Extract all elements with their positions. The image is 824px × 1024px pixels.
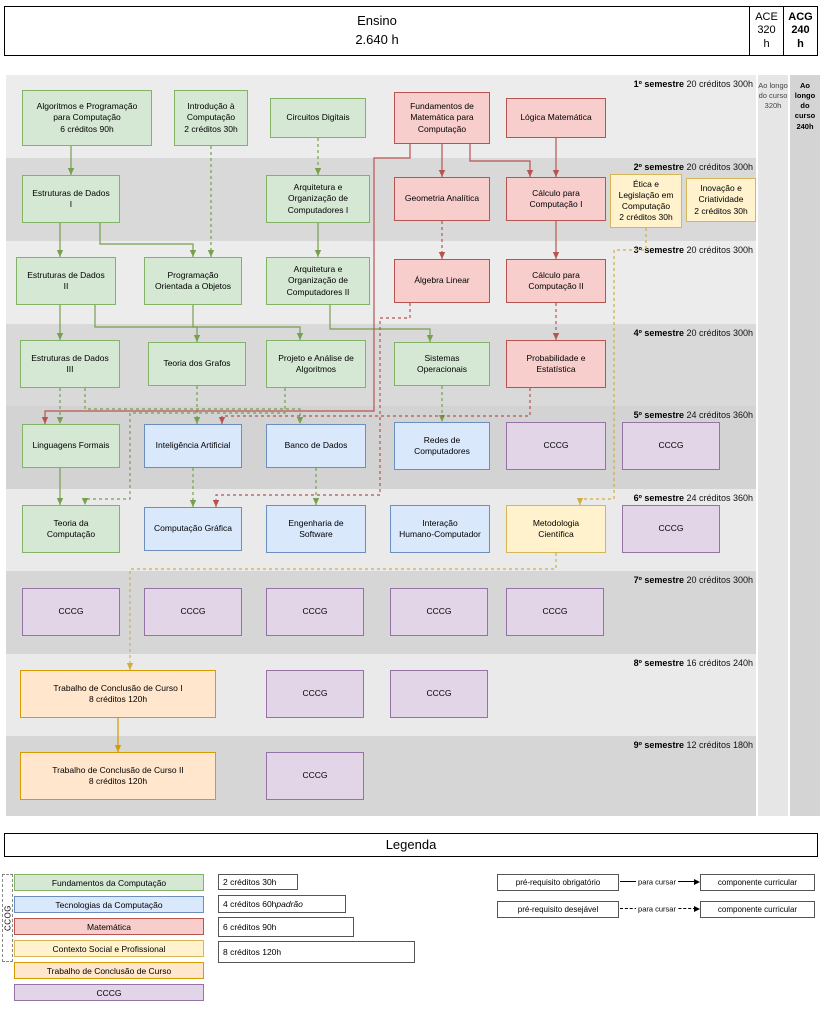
ace-hours: 320 [757, 24, 776, 37]
course-comp_grafica: Computação Gráfica [144, 507, 242, 551]
ace-unit: h [763, 37, 770, 50]
course-grafos: Teoria dos Grafos [148, 342, 246, 386]
acg-cell: ACG 240 h [783, 7, 817, 55]
legend-credit-2: 4 créditos 60h padrão [218, 895, 346, 913]
legend-category-tech: Tecnologias da Computação [14, 896, 204, 913]
course-ia: Inteligência Artificial [144, 424, 242, 468]
course-calculo1: Cálculo para Computação I [506, 177, 606, 221]
course-calculo2: Cálculo para Computação II [506, 259, 606, 303]
course-paa: Projeto e Análise de Algoritmos [266, 340, 366, 388]
course-cccg7c: CCCG [266, 588, 364, 636]
course-metodologia: Metodologia Científica [506, 505, 606, 553]
header-main: Ensino 2.640 h [5, 7, 749, 55]
course-linguagens: Linguagens Formais [22, 424, 120, 468]
header-title: Ensino [357, 13, 397, 29]
course-cccg7d: CCCG [390, 588, 488, 636]
course-algoritmos: Algoritmos e Programação para Computação… [22, 90, 152, 146]
legend-category-math: Matemática [14, 918, 204, 935]
course-redes: Redes de Computadores [394, 422, 490, 470]
course-eng_soft: Engenharia de Software [266, 505, 366, 553]
course-ed1: Estruturas de Dados I [22, 175, 120, 223]
semester-label-6: 6º semestre 24 créditos 360h [633, 493, 753, 503]
legend-arrowhead-1 [694, 878, 700, 885]
course-cccg6: CCCG [622, 505, 720, 553]
course-algebra: Álgebra Linear [394, 259, 490, 303]
ace-cell: ACE 320 h [749, 7, 783, 55]
legend-component-1: componente curricular [700, 874, 815, 891]
course-cccg8b: CCCG [390, 670, 488, 718]
course-fundamentos: Fundamentos de Matemática para Computaçã… [394, 92, 490, 144]
legend-category-social: Contexto Social e Profissional [14, 940, 204, 957]
course-ed3: Estruturas de Dados III [20, 340, 120, 388]
course-cccg5a: CCCG [506, 422, 606, 470]
acg-hours: 240 [791, 24, 810, 37]
course-probabilidade: Probabilidade e Estatística [506, 340, 606, 388]
legend-arrow-caption-1: para cursar [636, 877, 678, 887]
legend-category-fund: Fundamentos da Computação [14, 874, 204, 891]
course-cccg7e: CCCG [506, 588, 604, 636]
course-arq1: Arquitetura e Organização de Computadore… [266, 175, 370, 223]
course-cccg8a: CCCG [266, 670, 364, 718]
course-interacao: Interação Humano-Computador [390, 505, 490, 553]
course-cccg7a: CCCG [22, 588, 120, 636]
course-load-header: Ensino 2.640 h ACE 320 h ACG 240 h [4, 6, 818, 56]
header-total-hours: 2.640 h [355, 32, 399, 47]
semester-label-2: 2º semestre 20 créditos 300h [633, 162, 753, 172]
semester-label-4: 4º semestre 20 créditos 300h [633, 328, 753, 338]
course-teoria_comp: Teoria da Computação [22, 505, 120, 553]
course-poo: Programação Orientada a Objetos [144, 257, 242, 305]
legend-prereq-required: pré-requisito obrigatório [497, 874, 619, 891]
ace-label: ACE [755, 11, 778, 24]
legend-arrow-caption-2: para cursar [636, 904, 678, 914]
semester-label-7: 7º semestre 20 créditos 300h [633, 575, 753, 585]
legend-credit-4: 8 créditos 120h [218, 941, 415, 963]
acg-unit: h [797, 37, 804, 50]
course-inovacao: Inovação e Criatividade 2 créditos 30h [686, 178, 756, 222]
course-arq2: Arquitetura e Organização de Computadore… [266, 257, 370, 305]
legend-prereq-desired: pré-requisito desejável [497, 901, 619, 918]
course-ed2: Estruturas de Dados II [16, 257, 116, 305]
legend-arrowhead-2 [694, 905, 700, 912]
course-cccg7b: CCCG [144, 588, 242, 636]
semester-label-8: 8º semestre 16 créditos 240h [633, 658, 753, 668]
legend-credit-3: 6 créditos 90h [218, 917, 354, 937]
course-cccg9: CCCG [266, 752, 364, 800]
acg-label: ACG [788, 11, 813, 24]
course-banco: Banco de Dados [266, 424, 366, 468]
legend-ccog-group: CCOG [2, 874, 13, 962]
semester-label-5: 5º semestre 24 créditos 360h [633, 410, 753, 420]
course-tcc2: Trabalho de Conclusão de Curso II 8 créd… [20, 752, 216, 800]
legend-credit-1: 2 créditos 30h [218, 874, 298, 890]
legend-title: Legenda [4, 833, 818, 857]
course-etica: Ética e Legislação em Computação 2 crédi… [610, 174, 682, 228]
course-circuitos: Circuitos Digitais [270, 98, 366, 138]
semester-label-1: 1º semestre 20 créditos 300h [633, 79, 753, 89]
legend-category-tcc: Trabalho de Conclusão de Curso [14, 962, 204, 979]
legend-ccog-label: CCOG [3, 905, 12, 931]
course-so: Sistemas Operacionais [394, 342, 490, 386]
legend-category-cccg: CCCG [14, 984, 204, 1001]
course-logica: Lógica Matemática [506, 98, 606, 138]
course-introducao: Introdução à Computação 2 créditos 30h [174, 90, 248, 146]
semester-label-3: 3º semestre 20 créditos 300h [633, 245, 753, 255]
legend-component-2: componente curricular [700, 901, 815, 918]
course-cccg5b: CCCG [622, 422, 720, 470]
course-tcc1: Trabalho de Conclusão de Curso I 8 crédi… [20, 670, 216, 718]
semester-label-9: 9º semestre 12 créditos 180h [633, 740, 753, 750]
course-geometria: Geometria Analítica [394, 177, 490, 221]
